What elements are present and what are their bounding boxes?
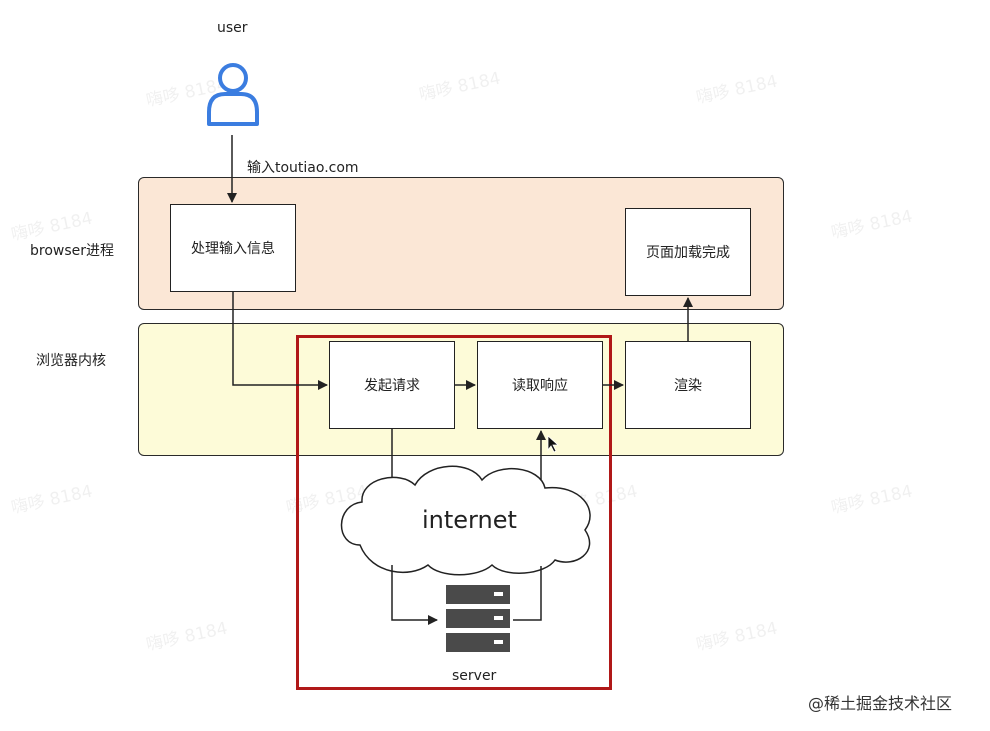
send-request-box: 发起请求 bbox=[329, 341, 455, 429]
arrow-internet-to-server bbox=[391, 565, 438, 625]
source-badge: @稀土掘金技术社区 bbox=[808, 694, 953, 713]
user-icon bbox=[207, 63, 259, 126]
read-response-box: 读取响应 bbox=[477, 341, 603, 429]
internet-label: internet bbox=[422, 506, 517, 534]
render-box: 渲染 bbox=[625, 341, 751, 429]
internet-cloud bbox=[340, 465, 591, 576]
user-label: user bbox=[217, 20, 248, 36]
browser-process-label: browser进程 bbox=[30, 243, 115, 259]
line-server-to-internet bbox=[513, 566, 542, 621]
server-icon bbox=[446, 585, 510, 652]
mouse-cursor-icon bbox=[547, 435, 560, 453]
server-label: server bbox=[452, 668, 497, 684]
input-url-label: 输入toutiao.com bbox=[247, 160, 359, 176]
browser-kernel-label: 浏览器内核 bbox=[36, 353, 106, 369]
network-highlight-frame bbox=[296, 335, 612, 690]
page-loaded-box: 页面加载完成 bbox=[625, 208, 751, 296]
process-input-box: 处理输入信息 bbox=[170, 204, 296, 292]
arrow-input-to-request bbox=[232, 292, 328, 390]
